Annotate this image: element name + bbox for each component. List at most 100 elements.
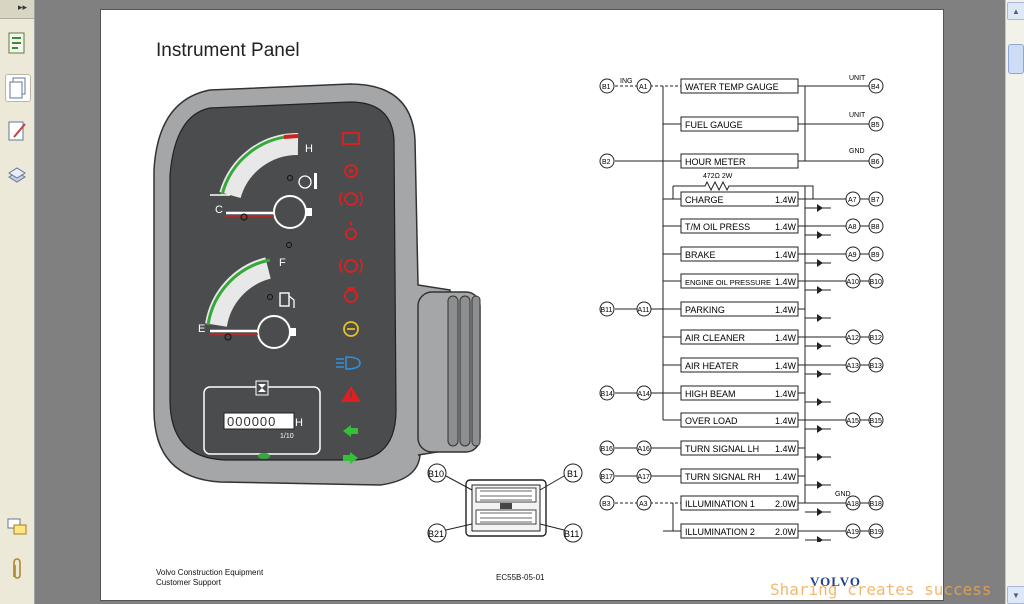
terminal-label: A19 [847, 529, 860, 536]
connector-pin-b1: B1 [567, 469, 578, 479]
terminal-circle [845, 191, 861, 207]
terminal-circle [636, 78, 652, 94]
footer-company: Volvo Construction Equipment [156, 568, 264, 577]
terminal-circle [868, 218, 884, 234]
terminal-circle [636, 440, 652, 456]
terminal-circle [845, 412, 861, 428]
terminal-label: B10 [870, 279, 883, 286]
terminal-label: A14 [638, 391, 651, 398]
connector-diagram: B10 B1 B21 B11 [427, 463, 583, 543]
hour-meter-unit: H [295, 417, 303, 429]
terminal-circle [868, 412, 884, 428]
bookmarks-icon[interactable] [5, 30, 29, 56]
connector-pin-b21: B21 [428, 529, 444, 539]
terminal-circle [845, 523, 861, 539]
terminal-circle [868, 495, 884, 511]
terminal-label: B9 [871, 252, 880, 259]
unit-label-1: UNIT [849, 75, 866, 82]
terminal-circle [599, 385, 615, 401]
terminal-circle [599, 153, 615, 169]
terminal-circle [868, 273, 884, 289]
connector-pin-b11: B11 [564, 529, 579, 539]
terminal-label: B2 [602, 159, 611, 166]
fuel-full-label: F [279, 257, 286, 269]
terminal-circle [868, 78, 884, 94]
instrument-panel-illustration: H C F E 000000 H 1/10 [153, 83, 481, 486]
parking-warning-icon [339, 258, 363, 274]
terminal-label: A13 [847, 363, 860, 370]
terminal-label: B14 [601, 391, 614, 398]
wiring-wattage: 1.4W [775, 333, 797, 343]
pages-icon[interactable] [5, 74, 31, 102]
wiring-component-label: FUEL GAUGE [685, 120, 743, 130]
terminal-label: A18 [847, 501, 860, 508]
terminal-label: A8 [848, 224, 857, 231]
terminal-circle [868, 246, 884, 262]
wiring-component-label: PARKING [685, 305, 725, 315]
terminal-label: B4 [871, 84, 880, 91]
scroll-down-button[interactable]: ▼ [1007, 586, 1024, 604]
terminal-circle [845, 273, 861, 289]
gnd-label-1: GND [849, 148, 865, 155]
terminal-label: B1 [602, 84, 611, 91]
terminal-circle [868, 191, 884, 207]
terminal-circle [599, 78, 615, 94]
terminal-circle [868, 116, 884, 132]
terminal-circle [599, 440, 615, 456]
terminal-circle [845, 495, 861, 511]
scroll-thumb[interactable] [1008, 44, 1024, 74]
wiring-component-label: BRAKE [685, 250, 716, 260]
wiring-component-label: TURN SIGNAL RH [685, 472, 761, 482]
wiring-wattage: 1.4W [775, 416, 797, 426]
terminal-label: B13 [870, 363, 883, 370]
sidebar-toggle-button[interactable]: ▸▸ [0, 0, 34, 19]
layers-icon[interactable] [5, 162, 29, 188]
temp-cold-label: C [215, 204, 223, 216]
navigation-sidebar: ▸▸ [0, 0, 35, 604]
comments-icon[interactable] [5, 514, 29, 540]
volvo-logo: VOLVO [810, 574, 861, 589]
terminal-circle [845, 329, 861, 345]
sidebar-toggle-glyph: ▸▸ [18, 2, 28, 12]
signatures-icon[interactable] [5, 118, 29, 144]
vertical-scrollbar[interactable]: ▲ ▼ [1005, 0, 1024, 604]
wiring-component-label: HIGH BEAM [685, 389, 736, 399]
gnd-label-2: GND [835, 491, 851, 498]
terminal-circle [845, 357, 861, 373]
connector-pin-b10: B10 [428, 469, 444, 479]
wiring-component-label: ILLUMINATION 1 [685, 499, 755, 509]
terminal-label: A10 [847, 279, 860, 286]
terminal-circle [868, 153, 884, 169]
attachments-icon[interactable] [5, 556, 29, 582]
wiring-diagram: ING UNIT UNIT GND GND 472Ω 2W WATER TEMP… [599, 75, 884, 542]
resistor-label: 472Ω 2W [703, 173, 733, 180]
wiring-wattage: 1.4W [775, 277, 797, 287]
terminal-circle [599, 468, 615, 484]
charge-warning-icon [342, 132, 360, 145]
terminal-circle [868, 357, 884, 373]
wiring-component-label: ENGINE OIL PRESSURE [685, 278, 771, 287]
wiring-wattage: 1.4W [775, 361, 797, 371]
terminal-label: A7 [848, 197, 857, 204]
terminal-circle [599, 301, 615, 317]
turn-signal-right-icon [343, 452, 358, 464]
fuel-empty-label: E [198, 323, 205, 335]
page-title: Instrument Panel [156, 40, 300, 61]
terminal-label: A17 [638, 474, 651, 481]
terminal-label: B8 [871, 224, 880, 231]
terminal-label: B11 [601, 307, 613, 314]
scroll-up-button[interactable]: ▲ [1007, 2, 1024, 20]
wiring-component-label: CHARGE [685, 195, 724, 205]
terminal-label: A12 [847, 335, 860, 342]
wiring-component-label: ILLUMINATION 2 [685, 527, 755, 537]
terminal-label: B3 [602, 501, 611, 508]
tm-oil-press-warning-icon [344, 164, 358, 178]
wiring-wattage: 2.0W [775, 499, 797, 509]
high-beam-indicator-icon [336, 356, 361, 370]
